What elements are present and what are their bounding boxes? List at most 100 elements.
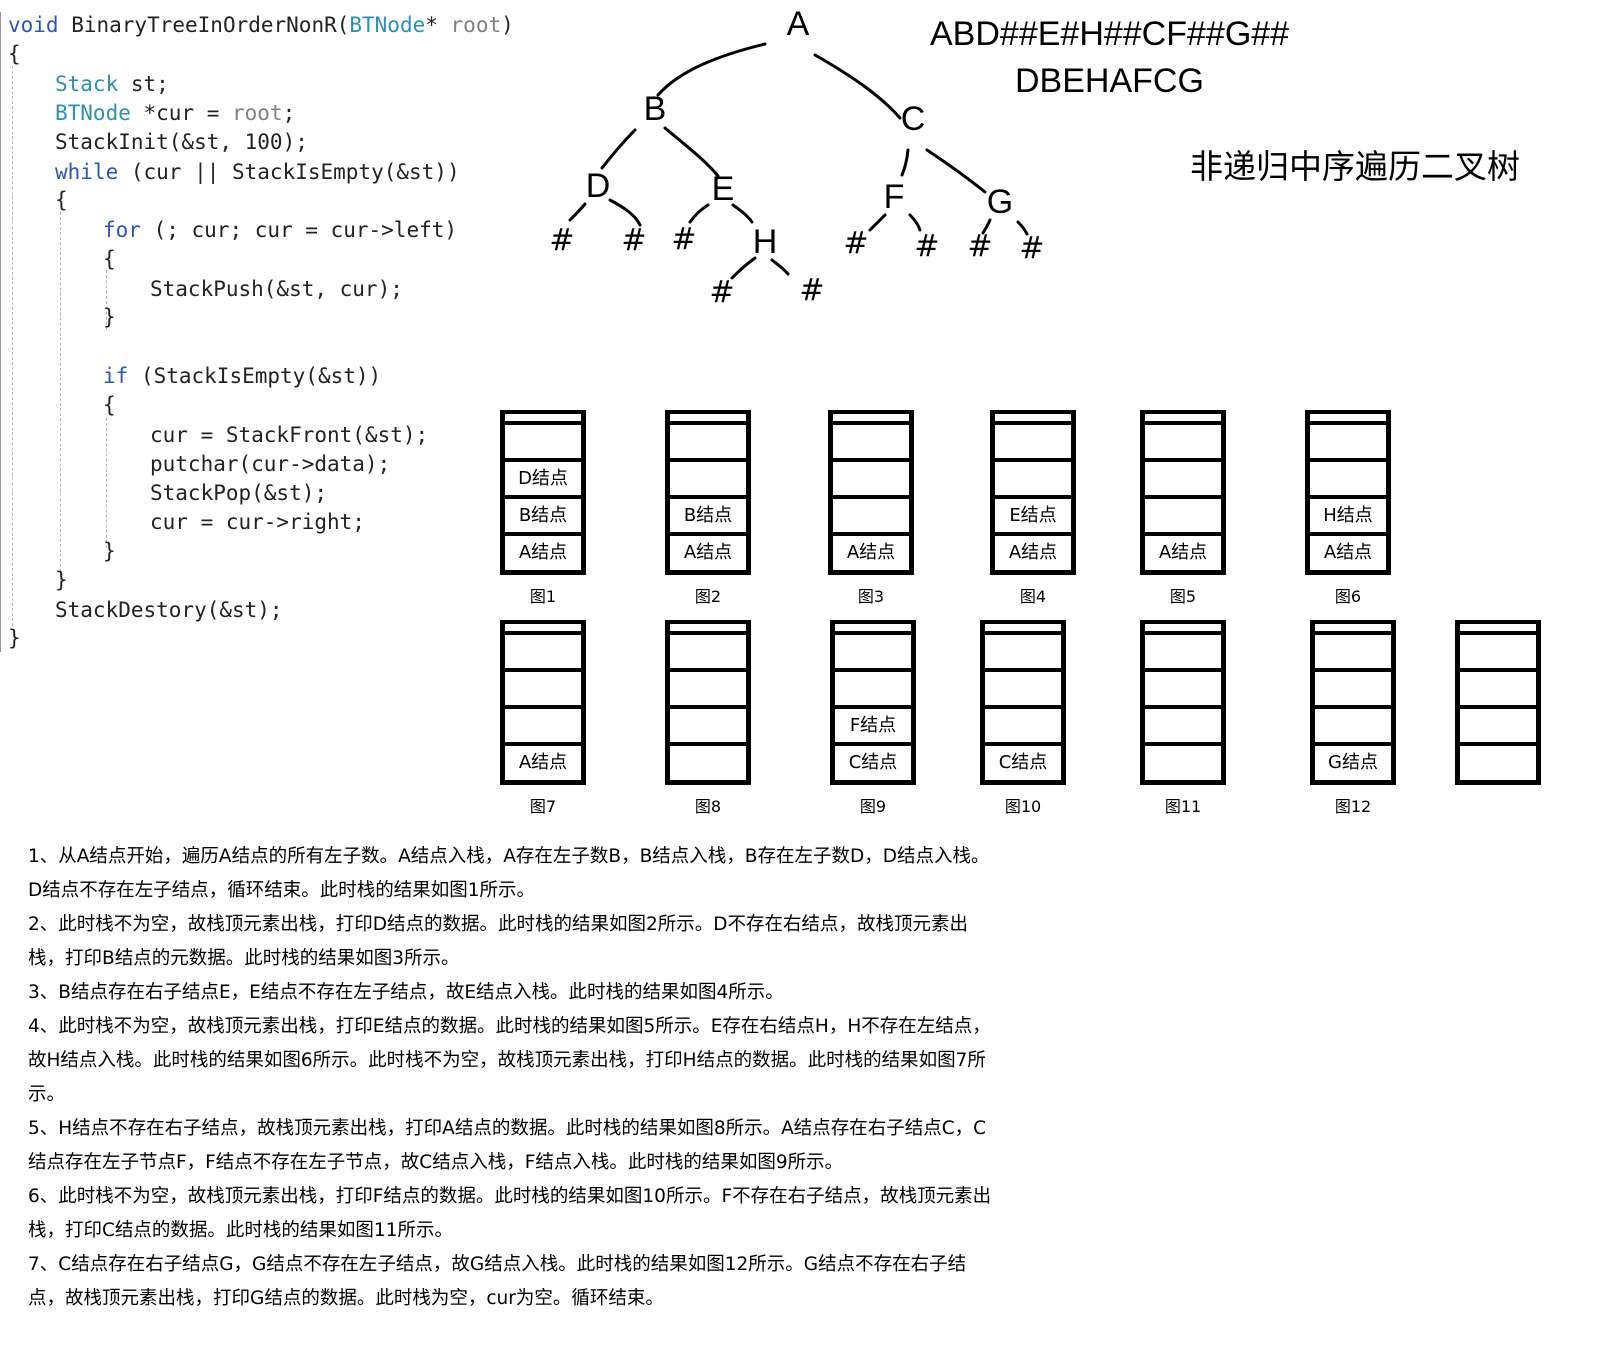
stack-slot (505, 631, 581, 668)
stack-slot (670, 410, 746, 421)
stack-slot (1315, 631, 1391, 668)
figure-label: 图9 (859, 797, 887, 816)
stack-slot (1310, 421, 1386, 458)
stack-figure (665, 620, 751, 785)
code-line: StackPush(&st, cur); (150, 277, 403, 301)
tree-node-h: H (753, 223, 778, 261)
stack-slot (670, 620, 746, 631)
stack-figure (1455, 620, 1541, 785)
stack-slot (1145, 421, 1221, 458)
stack-slot (985, 620, 1061, 631)
tree-node-g: G (987, 183, 1013, 221)
stack-slot (1460, 620, 1536, 631)
inorder-sequence: DBEHAFCG (1015, 62, 1204, 100)
stack-slot (670, 742, 746, 779)
stack-slot (670, 705, 746, 742)
tree-null-marker: # (967, 229, 992, 264)
stack-slot (835, 620, 911, 631)
tree-null-marker: # (843, 226, 868, 261)
tree-null-marker: # (671, 222, 696, 257)
stack-slot: A结点 (505, 742, 581, 779)
tree-null-marker: # (914, 229, 939, 264)
figure-label: 图8 (694, 797, 722, 816)
diagram-title: 非递归中序遍历二叉树 (1190, 147, 1520, 186)
tree-node-d: D (586, 167, 611, 205)
tree-node-b: B (644, 90, 667, 128)
figure-label: 图12 (1334, 797, 1372, 816)
stack-slot: B结点 (670, 495, 746, 532)
stack-slot (505, 421, 581, 458)
edge-f-null (908, 213, 922, 232)
stack-slot (1460, 742, 1536, 779)
stack-slot: A结点 (995, 532, 1071, 569)
stack-figure: G结点 (1310, 620, 1396, 785)
stack-slot: A结点 (833, 532, 909, 569)
indent-guide (106, 418, 107, 548)
stack-slot (985, 668, 1061, 705)
edge-d-null (568, 202, 587, 222)
stack-slot (833, 421, 909, 458)
figure-label: 图5 (1169, 587, 1197, 606)
edge-g-null (981, 218, 992, 235)
code-line: Stack st; (55, 72, 169, 96)
edge-a-c (813, 53, 902, 120)
tree-node-f: F (884, 178, 905, 216)
explanation-step-1: 1、从A结点开始，遍历A结点的所有左子数。A结点入栈，A存在左子数B，B结点入栈… (28, 846, 990, 901)
code-line: } (103, 539, 116, 563)
tree-null-marker: # (709, 275, 734, 310)
code-line: { (103, 393, 116, 417)
stack-slot (1315, 668, 1391, 705)
tree-node-a: A (787, 5, 810, 43)
stack-figure: A结点 (828, 410, 914, 575)
stack-slot: C结点 (835, 742, 911, 779)
code-line: } (55, 568, 68, 592)
stack-slot: E结点 (995, 495, 1071, 532)
code-line: putchar(cur->data); (150, 452, 391, 476)
figure-label: 图7 (529, 797, 557, 816)
edge-c-f (900, 148, 910, 177)
stack-slot (505, 410, 581, 421)
code-line: StackDestory(&st); (55, 598, 283, 622)
stack-slot (1145, 705, 1221, 742)
stack-slot (1145, 742, 1221, 779)
stack-slot (1145, 668, 1221, 705)
stack-slot: A结点 (670, 532, 746, 569)
stack-figure: A结点 (500, 620, 586, 785)
figure-label: 图2 (694, 587, 722, 606)
stack-slot: A结点 (1310, 532, 1386, 569)
stack-slot (1145, 410, 1221, 421)
stack-slot (835, 668, 911, 705)
stack-slot (833, 495, 909, 532)
code-line: } (8, 626, 21, 650)
stack-slot (505, 620, 581, 631)
explanation: 1、从A结点开始，遍历A结点的所有左子数。A结点入栈，A存在左子数B，B结点入栈… (28, 840, 998, 1316)
figure-label: 图6 (1334, 587, 1362, 606)
code-line: cur = cur->right; (150, 510, 365, 534)
tree-node-c: C (901, 100, 926, 138)
tree-node-e: E (712, 170, 735, 208)
code-line: } (103, 305, 116, 329)
tree-null-marker: # (621, 223, 646, 258)
explanation-step-5: 5、H结点不存在右子结点，故栈顶元素出栈，打印A结点的数据。此时栈的结果如图8所… (28, 1118, 987, 1173)
edge-h-null (730, 256, 757, 280)
edge-f-null (868, 213, 887, 232)
code-line: BTNode *cur = root; (55, 101, 296, 125)
code-line: StackPop(&st); (150, 481, 328, 505)
stack-slot: B结点 (505, 495, 581, 532)
stack-slot (985, 631, 1061, 668)
figure-label: 图10 (1004, 797, 1042, 816)
stack-slot (1315, 705, 1391, 742)
stack-slot (833, 410, 909, 421)
code-line: while (cur || StackIsEmpty(&st)) (55, 160, 460, 184)
stack-slot: F结点 (835, 705, 911, 742)
code-line: cur = StackFront(&st); (150, 423, 429, 447)
stack-slot: C结点 (985, 742, 1061, 779)
stack-slot (1460, 668, 1536, 705)
stack-slot (1310, 458, 1386, 495)
stack-slot: A结点 (505, 532, 581, 569)
indent-guide (106, 270, 107, 330)
